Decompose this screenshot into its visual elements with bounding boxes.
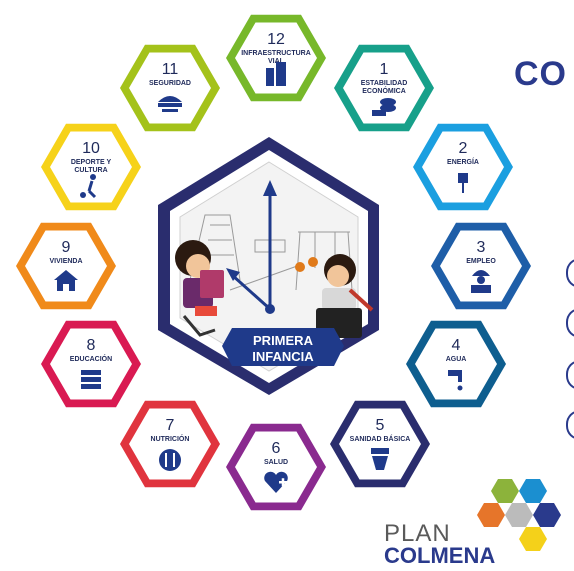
sector-label: SEGURIDAD bbox=[149, 80, 191, 87]
sector-label: EMPLEO bbox=[466, 258, 496, 265]
house-icon bbox=[54, 270, 78, 291]
sector-number: 3 bbox=[477, 239, 486, 256]
sector-label: INFRAESTRUCTURA bbox=[241, 50, 311, 57]
center-label-badge bbox=[222, 328, 344, 366]
buildings-icon bbox=[266, 62, 286, 86]
sector-label: ENERGÍA bbox=[447, 157, 479, 166]
sector-label: AGUA bbox=[446, 356, 467, 363]
page-title-fragment: CO bbox=[514, 55, 567, 93]
hexagon-inner bbox=[440, 230, 522, 302]
hexagon-inner bbox=[339, 408, 421, 480]
logo-plan-text: PLAN bbox=[384, 520, 451, 547]
sector-number: 1 bbox=[380, 61, 389, 78]
health-heart-icon bbox=[264, 471, 288, 493]
toilet-icon bbox=[371, 448, 389, 470]
sector-label: EDUCACIÓN bbox=[70, 354, 112, 363]
sector-number: 8 bbox=[87, 337, 96, 354]
cutlery-icon bbox=[159, 449, 181, 471]
sector-number: 2 bbox=[459, 140, 468, 157]
sector-number: 10 bbox=[82, 140, 100, 157]
sector-number: 4 bbox=[452, 337, 461, 354]
child-dancing-illustration bbox=[295, 254, 374, 338]
hexagon-inner bbox=[129, 408, 211, 480]
police-cap-icon bbox=[158, 96, 182, 112]
hexagon-inner bbox=[25, 230, 107, 302]
sector-label: VIVIENDA bbox=[49, 258, 82, 265]
logo-colmena-text: COLMENA bbox=[384, 543, 496, 568]
sector-number: 7 bbox=[166, 417, 175, 434]
hexagon-inner bbox=[235, 22, 317, 94]
hexagon-inner bbox=[129, 52, 211, 124]
center-label-line1: PRIMERA bbox=[253, 333, 313, 348]
colmena-logo-hexagons bbox=[477, 479, 561, 551]
sector-label: ESTABILIDAD bbox=[361, 80, 408, 87]
center-label: PRIMERA INFANCIA bbox=[224, 333, 342, 365]
hexagon-inner bbox=[50, 328, 132, 400]
child-reading-illustration bbox=[175, 240, 224, 337]
sector-label: SANIDAD BÁSICA bbox=[350, 434, 411, 443]
money-hand-icon bbox=[372, 98, 396, 116]
sector-label: NUTRICIÓN bbox=[151, 434, 190, 443]
sector-label-line2: ECONÓMICA bbox=[362, 86, 406, 95]
books-icon bbox=[81, 370, 101, 389]
sector-number: 5 bbox=[376, 417, 385, 434]
hexagon-inner bbox=[235, 431, 317, 503]
clock-hands bbox=[226, 180, 277, 314]
sector-label: DEPORTE Y bbox=[71, 159, 112, 166]
sector-number: 6 bbox=[272, 440, 281, 457]
sector-label: SALUD bbox=[264, 459, 288, 466]
faucet-icon bbox=[448, 370, 463, 391]
plug-icon bbox=[458, 173, 468, 193]
hexagon-inner bbox=[422, 131, 504, 203]
sector-number: 9 bbox=[62, 239, 71, 256]
sector-label-line2: CULTURA bbox=[74, 167, 107, 174]
hexagon-inner bbox=[415, 328, 497, 400]
hexagon-inner bbox=[343, 52, 425, 124]
sector-number: 11 bbox=[162, 61, 179, 78]
center-label-line2: INFANCIA bbox=[252, 349, 314, 364]
sector-number: 12 bbox=[267, 31, 285, 48]
sector-label-line2: VIAL bbox=[268, 58, 285, 65]
hexagon-inner bbox=[50, 131, 132, 203]
soccer-player-icon bbox=[80, 174, 97, 199]
worker-icon bbox=[471, 270, 491, 293]
